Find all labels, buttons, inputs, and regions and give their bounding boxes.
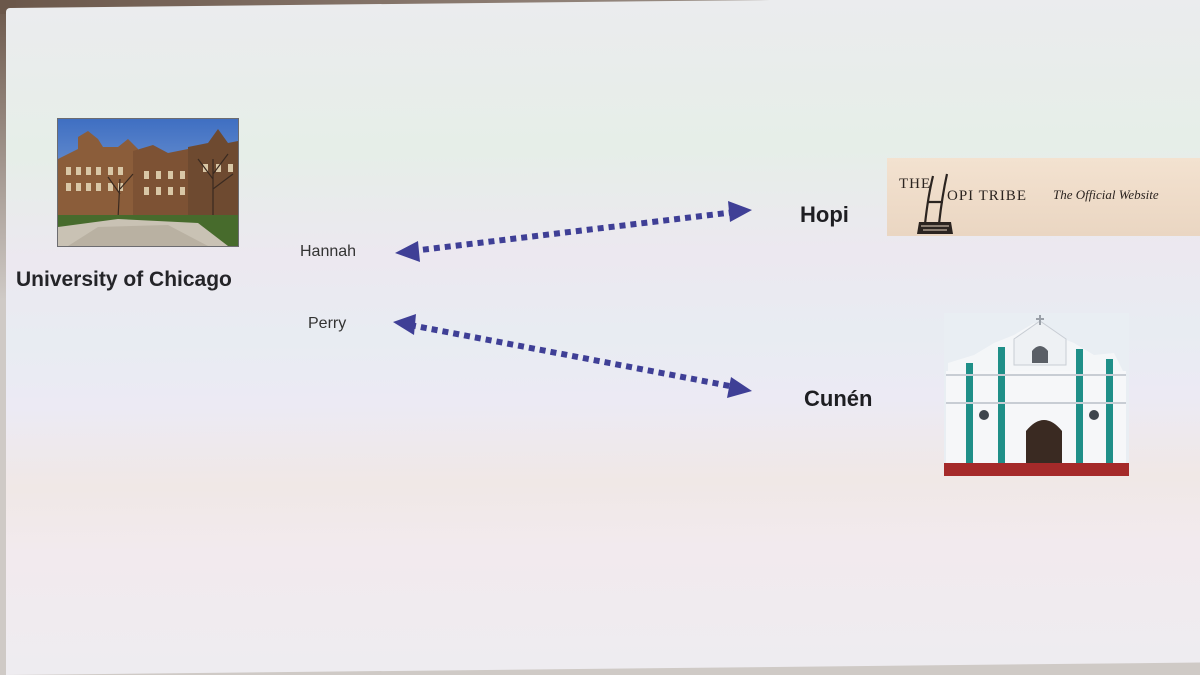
hopi-tribe-banner: THE OPI TRIBE The Official Website — [887, 158, 1200, 236]
hopi-label: Hopi — [800, 202, 849, 227]
hopi-banner-the: THE — [899, 176, 932, 192]
cunen-label: Cunén — [804, 386, 873, 411]
hopi-banner-official: The Official Website — [1053, 187, 1159, 202]
hannah-label: Hannah — [300, 243, 357, 260]
university-of-chicago-photo — [57, 118, 239, 247]
university-label: University of Chicago — [16, 268, 232, 291]
perry-cunen-arrow — [393, 314, 752, 398]
cunen-church-photo — [944, 313, 1129, 476]
hopi-h-ladder-icon — [917, 173, 953, 234]
perry-label: Perry — [308, 315, 347, 332]
hannah-hopi-arrow — [395, 201, 752, 262]
hopi-banner-tribe: OPI TRIBE — [947, 188, 1027, 204]
